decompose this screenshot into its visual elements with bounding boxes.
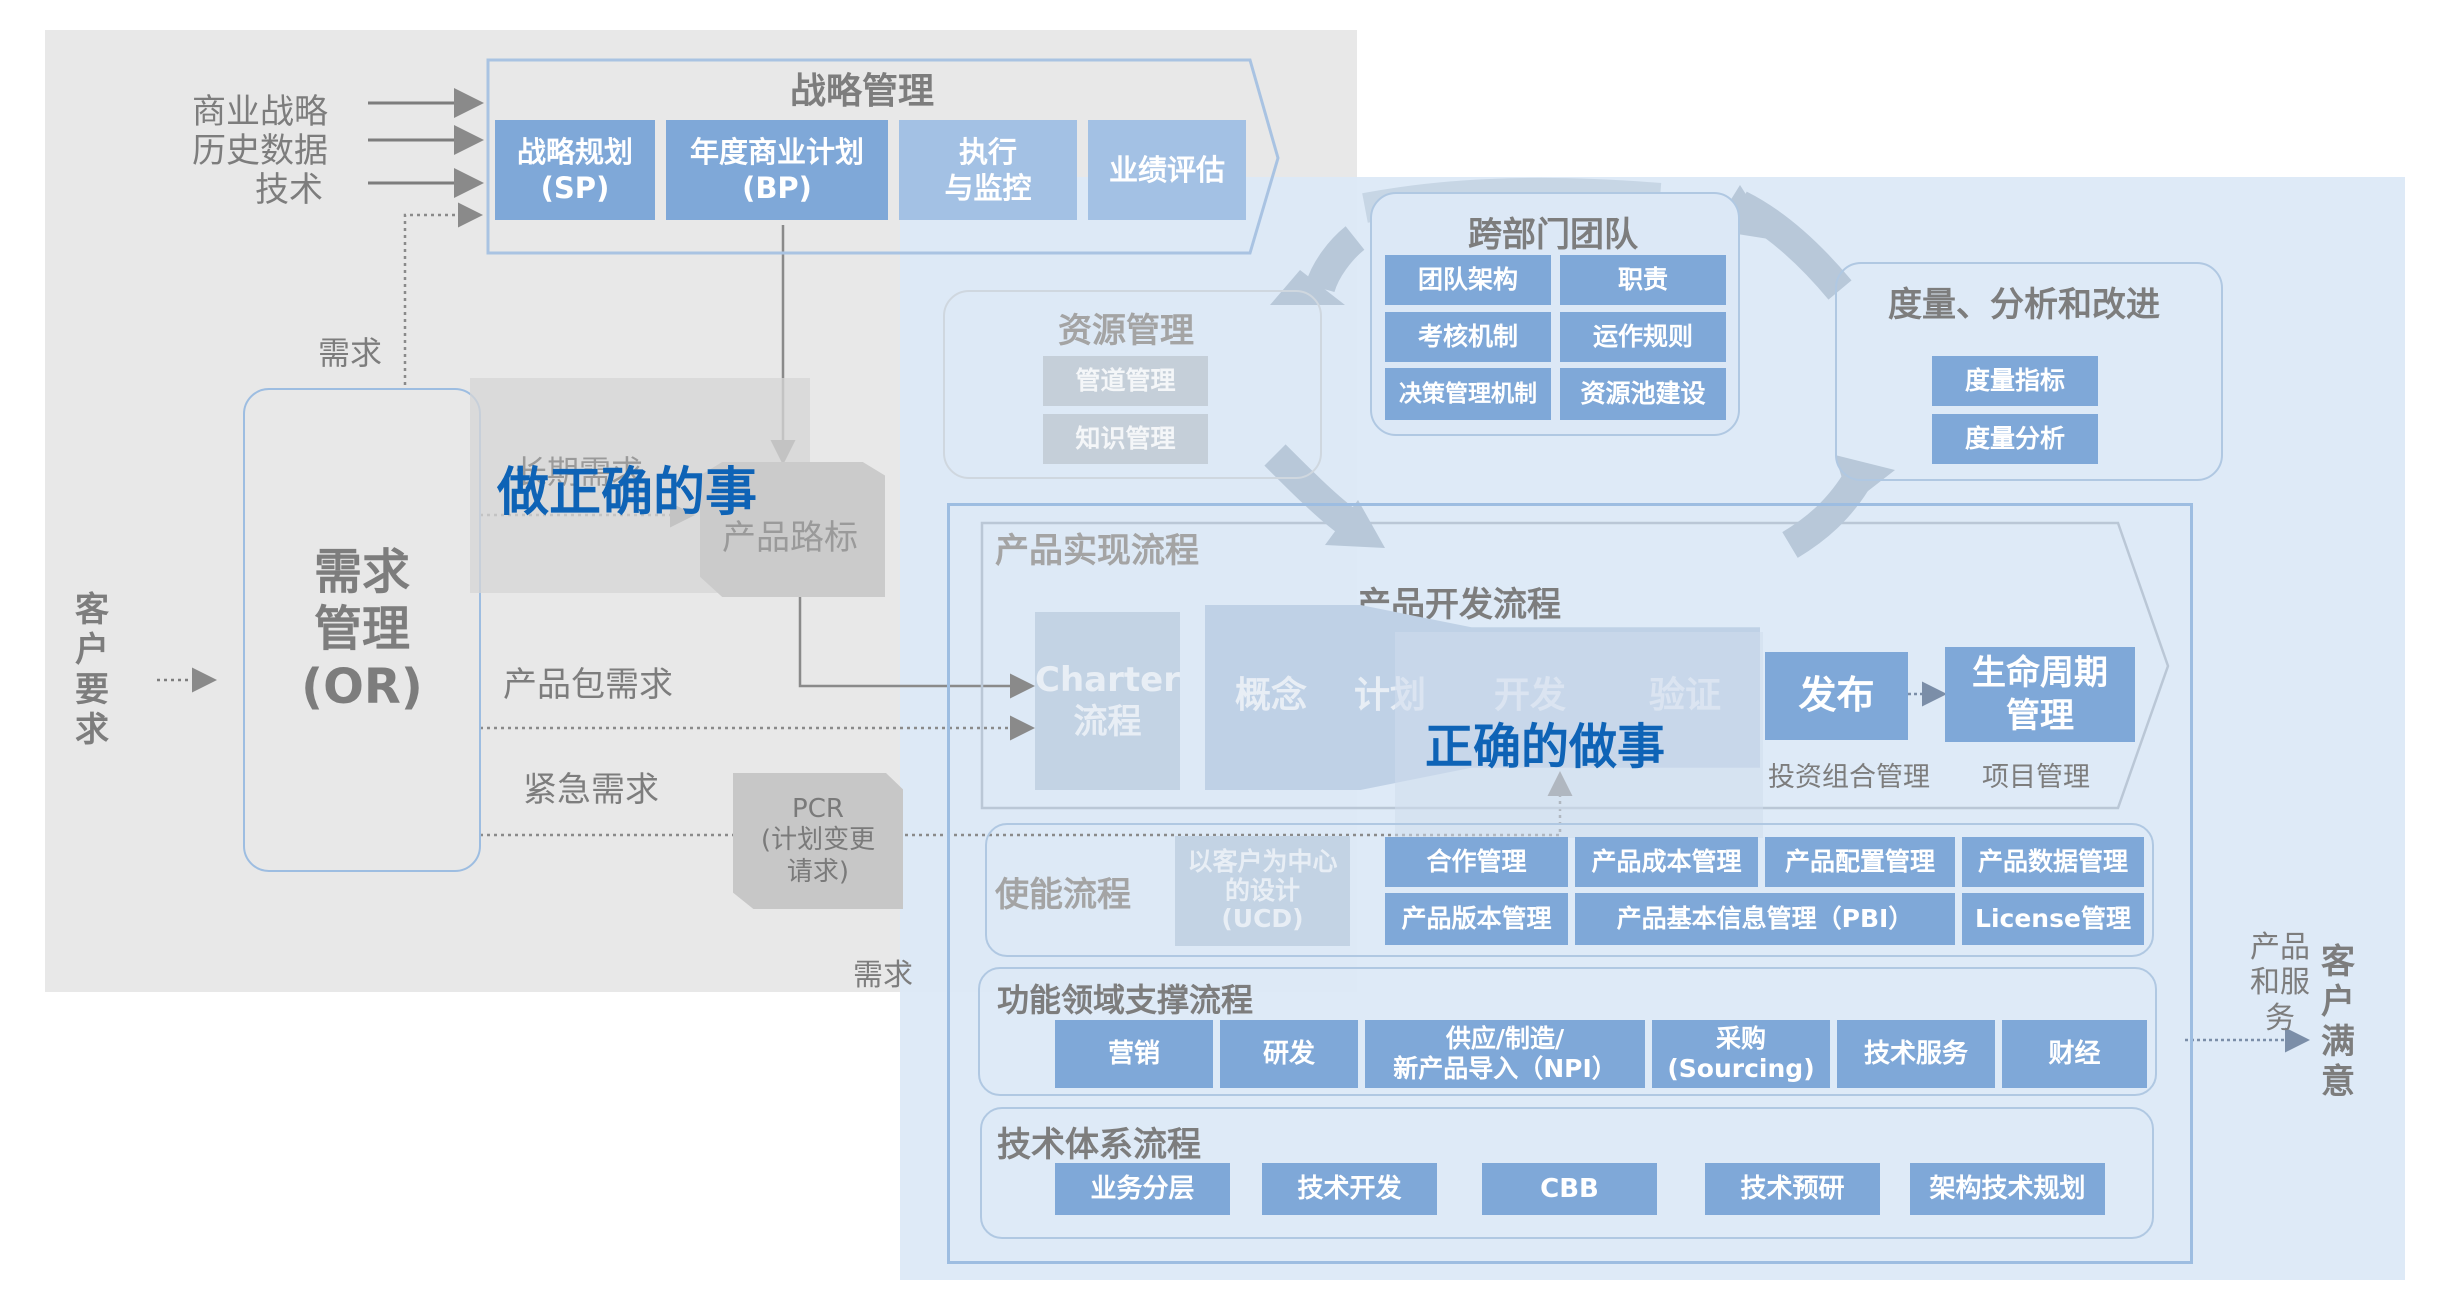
measure-panel	[1835, 262, 2223, 481]
strategy-title: 战略管理	[790, 71, 935, 112]
measure-title: 度量、分析和改进	[1888, 285, 2160, 325]
do-right-thing-label: 做正确的事	[497, 463, 758, 523]
phase-concept[interactable]: 概念	[1234, 674, 1307, 716]
tech-title: 技术体系流程	[997, 1125, 1201, 1165]
resource-management-title: 资源管理	[1058, 311, 1194, 351]
functional-rd[interactable]: 研发	[1220, 1020, 1358, 1088]
functional-title: 功能领域支撑流程	[997, 981, 1254, 1019]
demand-label-top: 需求	[318, 334, 383, 372]
product-package-demand-label: 产品包需求	[503, 665, 673, 705]
cross-team-cell-resource-pool[interactable]: 资源池建设	[1560, 368, 1726, 420]
project-management-note: 项目管理	[1982, 762, 2090, 793]
enabling-title: 使能流程	[995, 875, 1131, 915]
input-business-strategy: 商业战略	[192, 92, 328, 132]
cross-team-cell-rules[interactable]: 运作规则	[1560, 312, 1726, 362]
tech-pre-research[interactable]: 技术预研	[1705, 1163, 1880, 1215]
enabling-cooperation[interactable]: 合作管理	[1385, 837, 1568, 887]
cross-team-cell-assessment[interactable]: 考核机制	[1385, 312, 1551, 362]
tech-development[interactable]: 技术开发	[1262, 1163, 1437, 1215]
input-technology: 技术	[255, 170, 323, 210]
tech-business-layering[interactable]: 业务分层	[1055, 1163, 1230, 1215]
requirement-management-box[interactable]: 需求 管理 (OR)	[243, 388, 481, 872]
do-things-right-label: 正确的做事	[1425, 719, 1666, 775]
measure-item-analysis[interactable]: 度量分析	[1932, 414, 2098, 464]
pcr-shape[interactable]: PCR (计划变更 请求)	[733, 773, 903, 909]
enabling-ucd[interactable]: 以客户为中心 的设计 (UCD)	[1175, 836, 1350, 946]
enabling-config[interactable]: 产品配置管理	[1765, 837, 1955, 887]
customer-request-label: 客户要求	[75, 590, 109, 751]
demand-label-bottom: 需求	[853, 958, 913, 993]
products-services-label: 产品和服务	[2250, 930, 2310, 1036]
enabling-version[interactable]: 产品版本管理	[1385, 893, 1568, 945]
functional-marketing[interactable]: 营销	[1055, 1020, 1213, 1088]
functional-tech-service[interactable]: 技术服务	[1837, 1020, 1995, 1088]
enabling-data[interactable]: 产品数据管理	[1962, 837, 2144, 887]
cross-team-title: 跨部门团队	[1468, 215, 1638, 255]
cross-team-cell-structure[interactable]: 团队架构	[1385, 255, 1551, 305]
enabling-panel	[985, 823, 2154, 957]
urgent-demand-label: 紧急需求	[523, 770, 659, 810]
tech-architecture-planning[interactable]: 架构技术规划	[1910, 1163, 2105, 1215]
input-history-data: 历史数据	[192, 131, 328, 171]
enabling-cost[interactable]: 产品成本管理	[1575, 837, 1758, 887]
customer-satisfaction-label: 客户满意	[2321, 942, 2355, 1103]
enabling-pbi[interactable]: 产品基本信息管理（PBI）	[1575, 893, 1955, 945]
resource-item-knowledge[interactable]: 知识管理	[1043, 414, 1208, 464]
enabling-license[interactable]: License管理	[1962, 893, 2144, 945]
cross-team-cell-decision[interactable]: 决策管理机制	[1385, 368, 1551, 420]
roadmap-shape	[700, 462, 885, 597]
portfolio-management-note: 投资组合管理	[1768, 762, 1930, 793]
lifecycle-box[interactable]: 生命周期 管理	[1945, 647, 2135, 742]
product-realization-title: 产品实现流程	[995, 531, 1199, 571]
charter-box[interactable]: Charter 流程	[1035, 612, 1180, 790]
tech-panel	[980, 1107, 2154, 1239]
long-term-demand-label: 长期需求	[515, 453, 644, 491]
main-frame	[947, 503, 2193, 1264]
strategy-box-execution[interactable]: 执行 与监控	[899, 120, 1077, 220]
phase-highlight	[1395, 632, 1763, 838]
tech-cbb[interactable]: CBB	[1482, 1163, 1657, 1215]
resource-management-panel	[943, 290, 1322, 479]
functional-supply-npi[interactable]: 供应/制造/ 新产品导入（NPI）	[1365, 1020, 1645, 1088]
strategy-box-bp[interactable]: 年度商业计划 (BP)	[666, 120, 888, 220]
strategy-box-sp[interactable]: 战略规划 (SP)	[495, 120, 655, 220]
cross-team-cell-duty[interactable]: 职责	[1560, 255, 1726, 305]
resource-item-pipeline[interactable]: 管道管理	[1043, 356, 1208, 406]
release-box[interactable]: 发布	[1765, 652, 1908, 740]
roadmap-label: 产品路标	[722, 518, 858, 558]
functional-finance[interactable]: 财经	[2002, 1020, 2147, 1088]
strategy-box-performance[interactable]: 业绩评估	[1088, 120, 1246, 220]
functional-panel	[978, 967, 2157, 1096]
measure-item-indicator[interactable]: 度量指标	[1932, 356, 2098, 406]
functional-sourcing[interactable]: 采购 (Sourcing)	[1652, 1020, 1830, 1088]
